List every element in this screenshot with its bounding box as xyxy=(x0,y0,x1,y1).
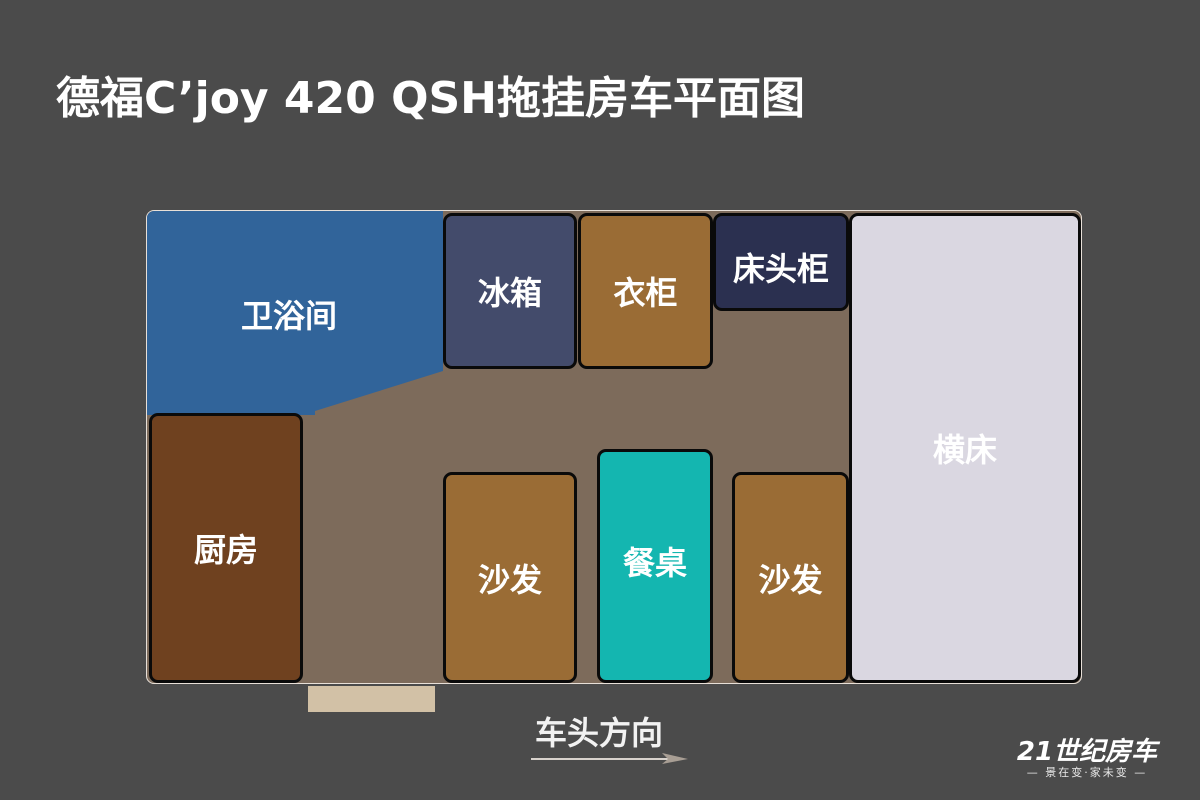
page-title: 德福C’joy 420 QSH拖挂房车平面图 xyxy=(56,73,806,124)
fridge: 冰箱 xyxy=(443,213,577,369)
sofa-right-label: 沙发 xyxy=(758,560,823,599)
dining-table: 餐桌 xyxy=(597,449,713,683)
sofa-right: 沙发 xyxy=(732,472,849,683)
bed: 横床 xyxy=(849,213,1081,683)
logo-text: 21世纪房车 xyxy=(1016,737,1158,767)
kitchen: 厨房 xyxy=(149,413,303,683)
bed-label: 横床 xyxy=(932,431,997,469)
sofa-left-label: 沙发 xyxy=(477,560,542,599)
sofa-left: 沙发 xyxy=(443,472,577,683)
nightstand-label: 床头柜 xyxy=(732,250,829,288)
entry-door xyxy=(308,686,435,712)
wardrobe: 衣柜 xyxy=(578,213,713,369)
kitchen-label: 厨房 xyxy=(193,531,258,569)
brand-logo: 21世纪房车 — 景在变·家未变 — xyxy=(1012,738,1162,780)
nightstand: 床头柜 xyxy=(713,213,849,311)
right-arrow-icon xyxy=(531,753,688,764)
direction-label: 车头方向 xyxy=(535,714,664,752)
logo-tagline: — 景在变·家未变 — xyxy=(1026,766,1148,779)
fridge-label: 冰箱 xyxy=(477,274,542,312)
dining-table-label: 餐桌 xyxy=(622,544,687,582)
bathroom-area xyxy=(147,211,443,415)
bathroom-label: 卫浴间 xyxy=(241,297,338,335)
wardrobe-label: 衣柜 xyxy=(613,274,678,312)
floor-plan: 卫浴间 厨房 冰箱 衣柜 床头柜 横床 沙发 餐桌 沙发 xyxy=(146,210,1082,684)
